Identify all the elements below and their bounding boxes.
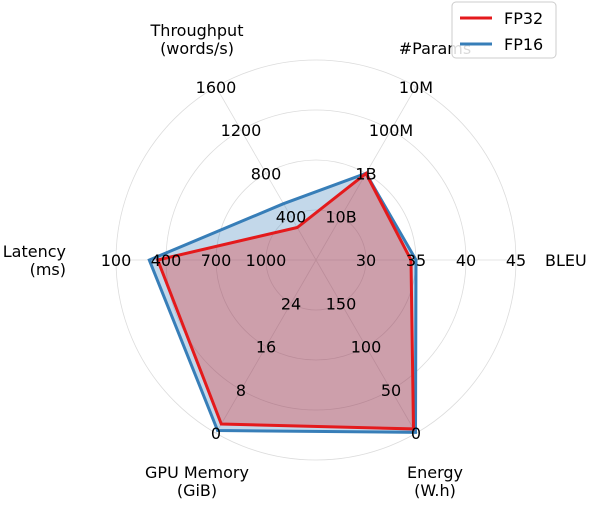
axis-label-latency-line-2: (ms) bbox=[30, 260, 66, 279]
tick-label-params-1: 10B bbox=[325, 208, 356, 227]
series-line-fp32 bbox=[155, 171, 416, 431]
legend-label-fp16: FP16 bbox=[504, 35, 543, 54]
tick-label-energy-2: 100 bbox=[351, 338, 382, 357]
tick-label-throughput-3: 1200 bbox=[221, 121, 262, 140]
tick-label-energy-1: 150 bbox=[326, 294, 357, 313]
grid-spoke-gpu_memory bbox=[215, 259, 317, 434]
tick-label-latency-3: 400 bbox=[151, 251, 182, 270]
tick-label-latency-1: 1000 bbox=[246, 251, 287, 270]
axis-label-throughput-line-1: Throughput bbox=[150, 21, 244, 40]
legend-label-fp32: FP32 bbox=[504, 9, 543, 28]
radar-axis-labels: Throughput(words/s)#ParamsBLEUEnergy(W.h… bbox=[3, 21, 587, 500]
tick-label-throughput-4: 1600 bbox=[196, 78, 237, 97]
axis-label-energy: Energy(W.h) bbox=[407, 463, 463, 500]
tick-label-gpu_memory-4: 0 bbox=[211, 424, 221, 443]
tick-label-bleu-4: 45 bbox=[506, 251, 526, 270]
tick-label-energy-4: 0 bbox=[411, 424, 421, 443]
tick-label-params-2: 1B bbox=[355, 164, 376, 183]
tick-label-bleu-3: 40 bbox=[456, 251, 476, 270]
tick-label-latency-4: 100 bbox=[101, 251, 132, 270]
axis-label-energy-line-2: (W.h) bbox=[414, 481, 456, 500]
axis-label-latency: Latency(ms) bbox=[3, 242, 66, 279]
tick-label-energy-3: 50 bbox=[381, 381, 401, 400]
series-area-fp16 bbox=[149, 173, 417, 433]
tick-label-gpu_memory-3: 8 bbox=[236, 381, 246, 400]
axis-label-latency-line-1: Latency bbox=[3, 242, 66, 261]
axis-label-gpu_memory: GPU Memory(GiB) bbox=[145, 463, 249, 500]
tick-label-gpu_memory-1: 24 bbox=[281, 294, 301, 313]
axis-label-throughput: Throughput(words/s) bbox=[150, 21, 244, 58]
axis-label-bleu-line-1: BLEU bbox=[545, 251, 587, 270]
grid-spoke-throughput bbox=[215, 86, 317, 261]
axis-label-energy-line-1: Energy bbox=[407, 463, 463, 482]
tick-label-params-4: 10M bbox=[399, 78, 433, 97]
axis-label-throughput-line-2: (words/s) bbox=[160, 39, 234, 58]
tick-label-throughput-2: 800 bbox=[251, 164, 282, 183]
tick-label-params-3: 100M bbox=[369, 121, 413, 140]
tick-label-gpu_memory-2: 16 bbox=[256, 338, 276, 357]
tick-label-bleu-2: 35 bbox=[406, 251, 426, 270]
radar-series bbox=[147, 171, 418, 434]
tick-label-latency-2: 700 bbox=[201, 251, 232, 270]
tick-label-bleu-1: 30 bbox=[356, 251, 376, 270]
grid-spoke-energy bbox=[315, 259, 417, 434]
axis-label-gpu_memory-line-2: (GiB) bbox=[177, 481, 217, 500]
tick-label-throughput-1: 400 bbox=[276, 208, 307, 227]
axis-label-gpu_memory-line-1: GPU Memory bbox=[145, 463, 249, 482]
series-area-fp32 bbox=[157, 173, 414, 429]
axis-label-bleu: BLEU bbox=[545, 251, 587, 270]
